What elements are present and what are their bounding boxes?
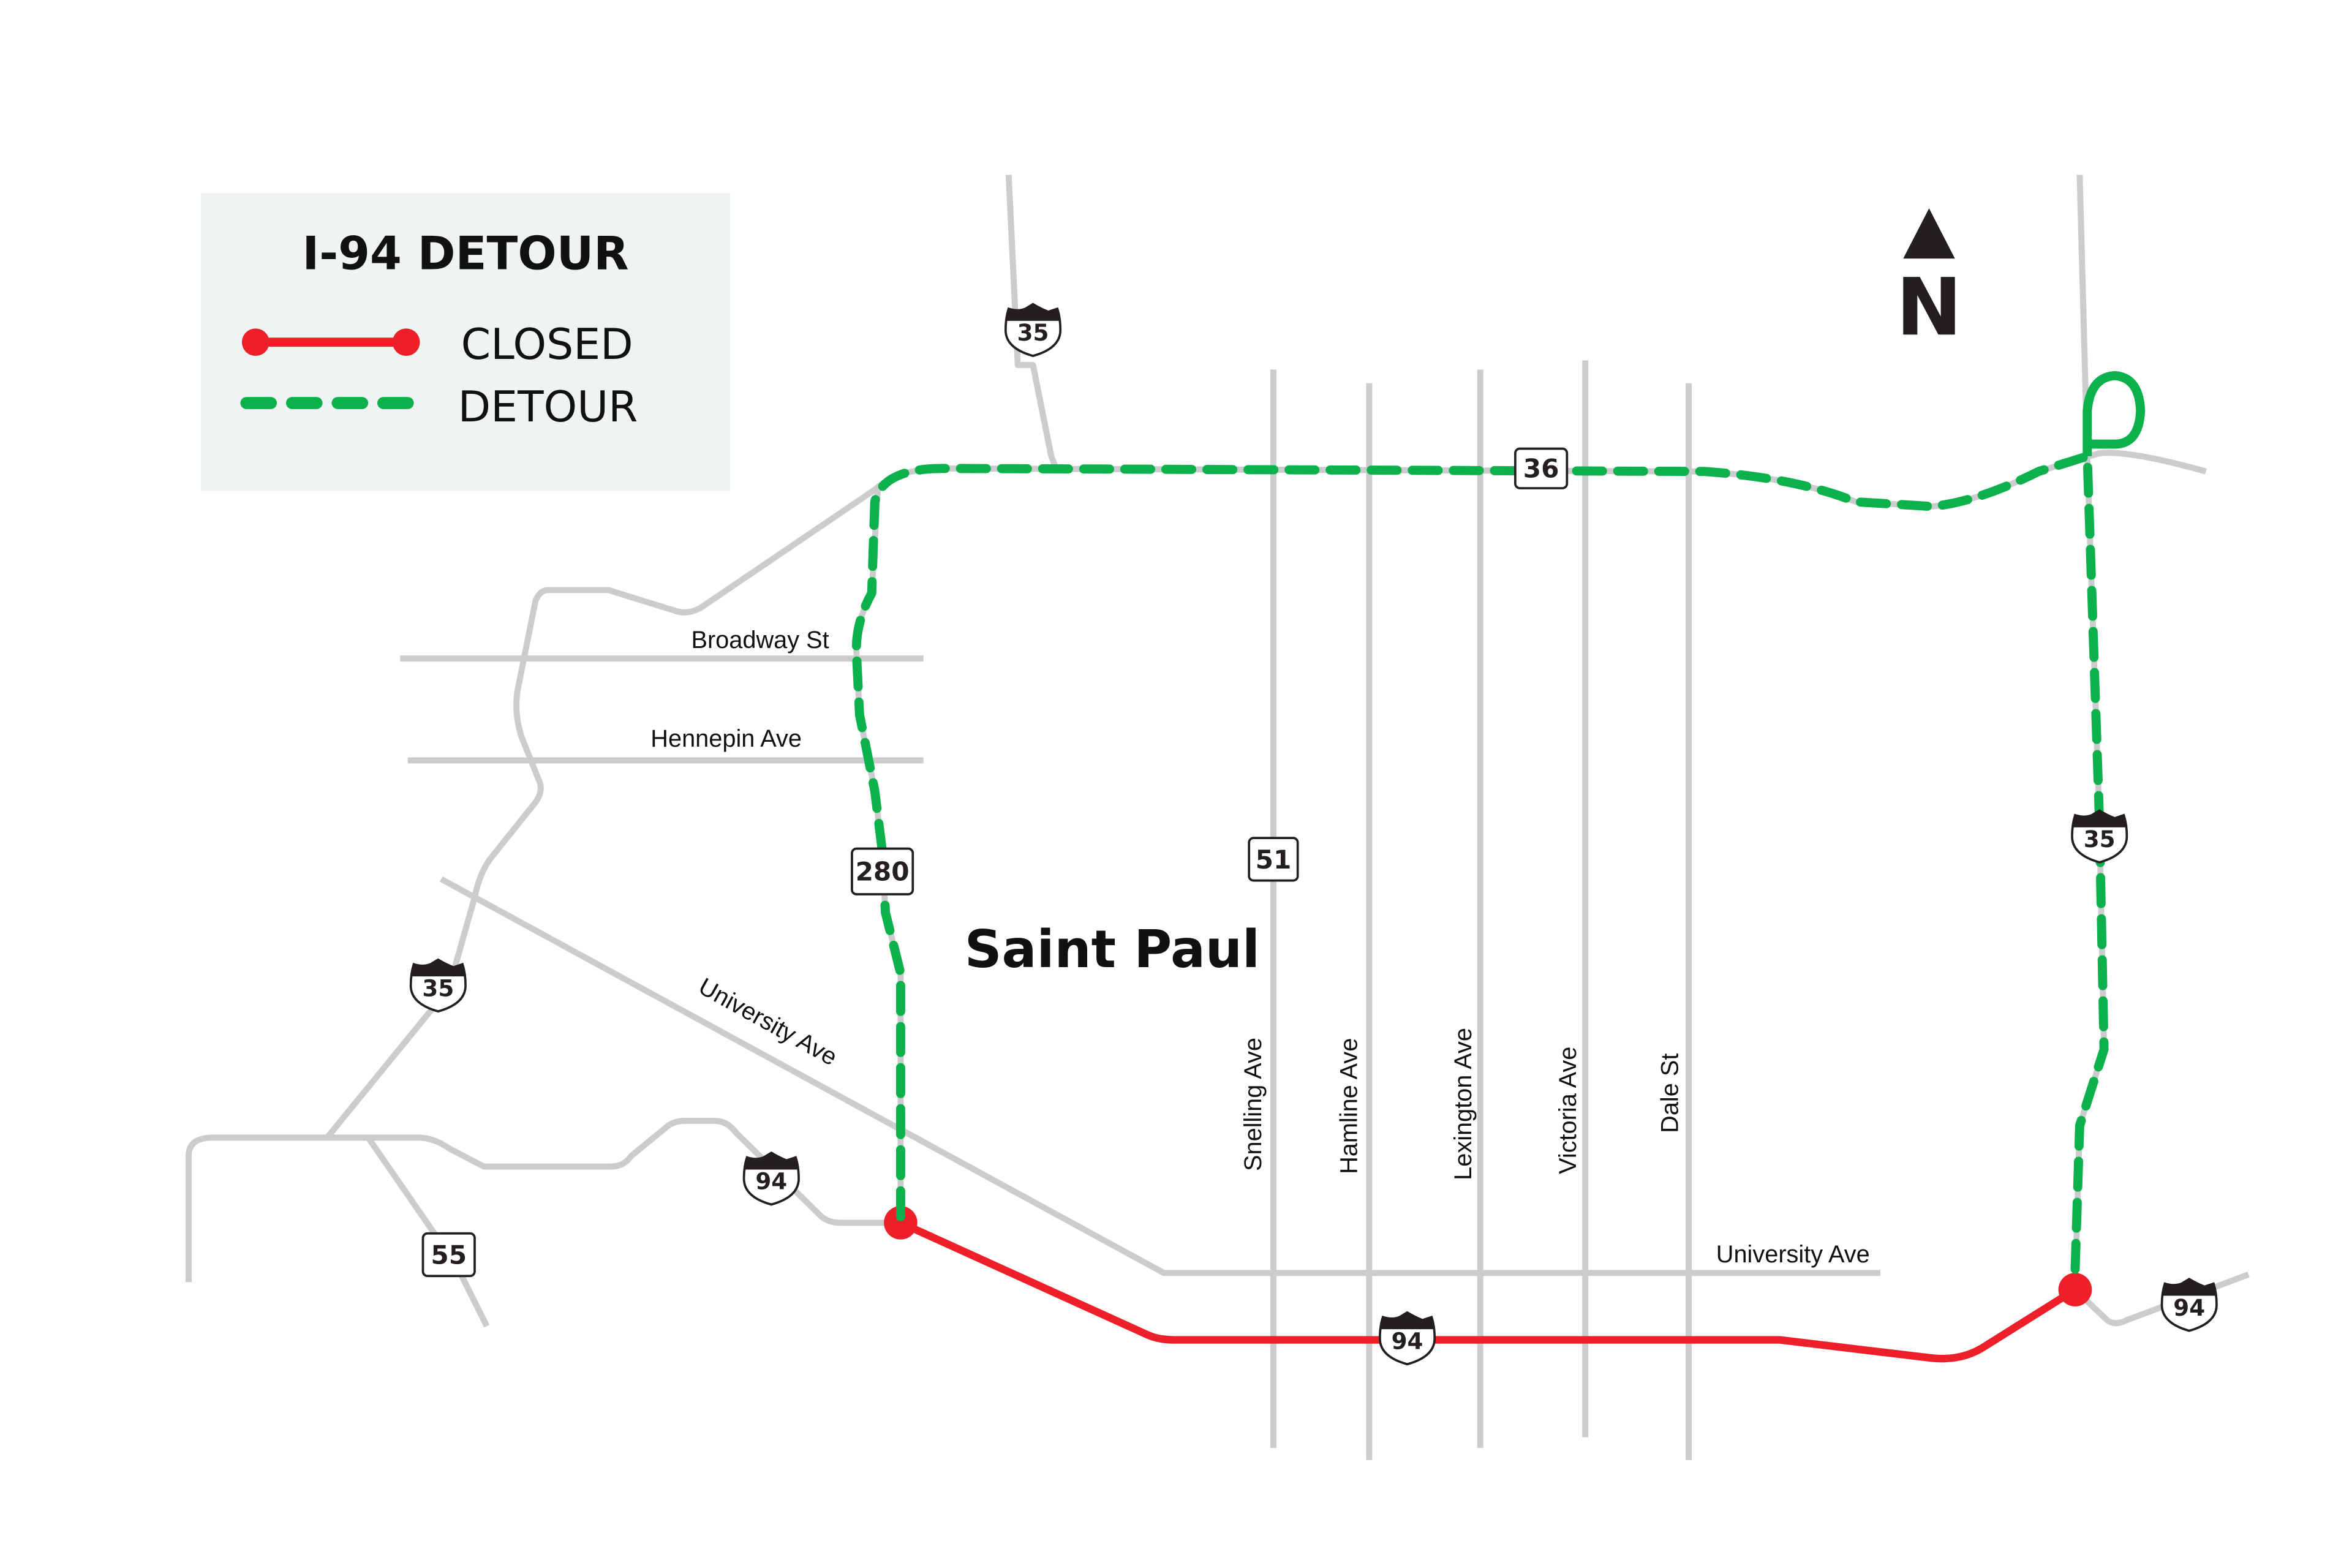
shield-number: 35 xyxy=(422,974,454,1001)
north-arrow: N xyxy=(1896,208,1962,353)
label-lexington: Lexington Ave xyxy=(1450,1028,1477,1180)
closed-endpoint-east xyxy=(2058,1273,2092,1306)
marker-number: 280 xyxy=(856,857,910,887)
shield-number: 94 xyxy=(755,1168,787,1195)
hwy-55-marker: 55 xyxy=(421,1232,476,1278)
detour-loop-ramp xyxy=(2082,371,2146,456)
label-victoria: Victoria Ave xyxy=(1555,1047,1581,1174)
label-hennepin: Hennepin Ave xyxy=(650,725,802,752)
road-hwy55 xyxy=(365,1136,490,1328)
detour-hwy280-36-i35 xyxy=(851,451,2109,1275)
hwy-280-marker: 280 xyxy=(851,847,914,895)
label-hamline: Hamline Ave xyxy=(1336,1038,1363,1174)
closed-segment xyxy=(884,1206,2092,1363)
shield-number: 35 xyxy=(2084,826,2116,853)
road-university-ave xyxy=(439,876,1881,1276)
legend-closed-label: CLOSED xyxy=(461,320,633,369)
closed-endpoint-west xyxy=(884,1206,918,1240)
road-i35-north xyxy=(1005,175,1060,473)
legend: I-94 DETOUR CLOSED DETOUR xyxy=(200,193,731,492)
interstate-35-shield-east: 35 xyxy=(2071,809,2128,864)
road-i94-east xyxy=(2073,1272,2250,1327)
label-broadway: Broadway St xyxy=(691,627,829,654)
label-dale: Dale St xyxy=(1657,1054,1684,1133)
north-arrow-icon xyxy=(1903,208,1955,259)
interstate-94-shield-center: 94 xyxy=(1378,1311,1436,1366)
legend-detour-label: DETOUR xyxy=(458,382,638,432)
shield-number: 94 xyxy=(2173,1294,2205,1321)
city-label-saint-paul: Saint Paul xyxy=(965,919,1260,979)
interstate-35-shield-west: 35 xyxy=(409,958,467,1013)
detour-route xyxy=(851,371,2146,1275)
north-label: N xyxy=(1896,262,1962,353)
closed-i94-line xyxy=(897,1219,2079,1363)
interstate-35-shield-north: 35 xyxy=(1004,303,1062,357)
shield-number: 94 xyxy=(1392,1327,1423,1354)
hwy-51-marker: 51 xyxy=(1248,837,1299,882)
marker-number: 51 xyxy=(1256,845,1292,875)
legend-title: I-94 DETOUR xyxy=(303,227,629,281)
shield-number: 35 xyxy=(1017,319,1049,346)
label-university-east: University Ave xyxy=(1716,1241,1870,1268)
road-nw-diagonal xyxy=(325,487,876,1140)
label-snelling: Snelling Ave xyxy=(1240,1038,1267,1171)
marker-number: 55 xyxy=(431,1240,467,1270)
marker-number: 36 xyxy=(1523,454,1559,484)
legend-closed-symbol xyxy=(241,328,420,356)
hwy-36-marker: 36 xyxy=(1514,447,1569,489)
interstate-94-shield-west: 94 xyxy=(742,1151,800,1206)
road-i94-west xyxy=(186,1118,901,1283)
interstate-94-shield-east: 94 xyxy=(2160,1278,2218,1332)
